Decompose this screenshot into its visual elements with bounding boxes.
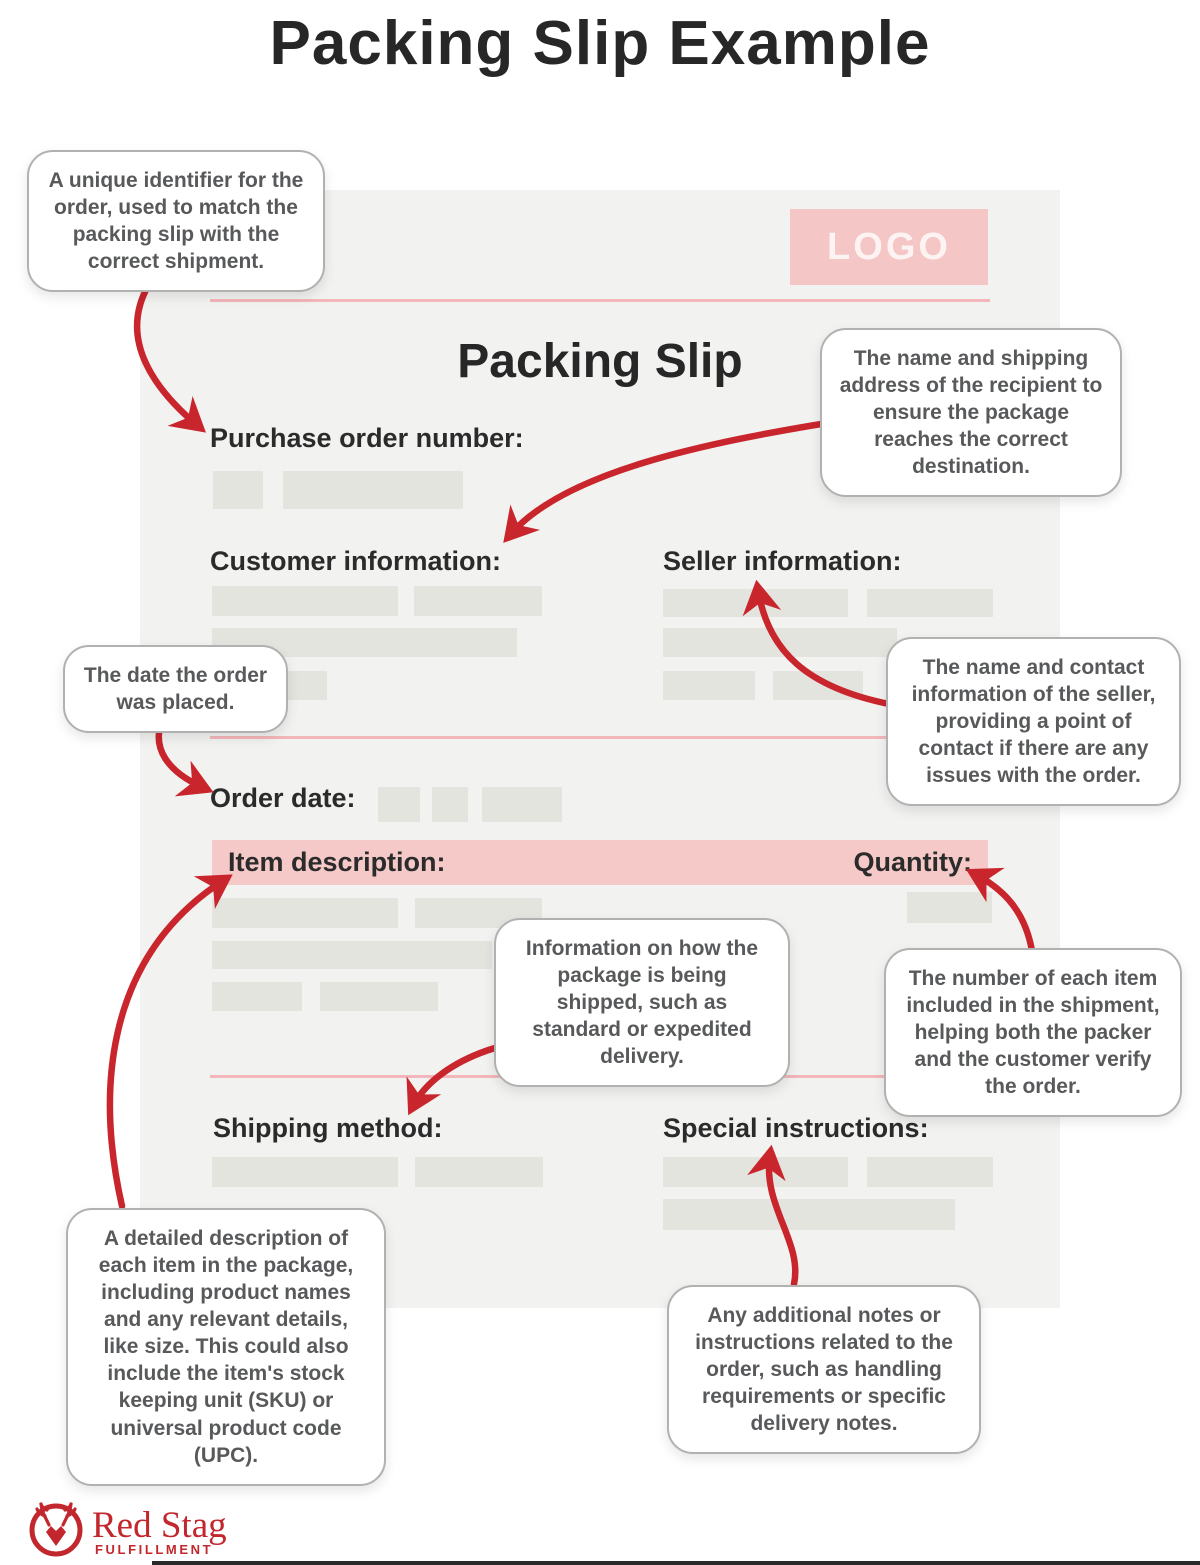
callout-quantity: The number of each item included in the … [884,948,1182,1118]
placeholder-bar [212,1157,398,1187]
order-date-label: Order date: [210,783,356,813]
callout-special-instructions: Any additional notes or instructions rel… [667,1285,981,1455]
seller-info-label: Seller information: [663,546,902,576]
brand-name: Red Stag [92,1505,227,1546]
placeholder-bar [773,671,863,700]
callout-seller: The name and contact information of the … [886,637,1181,807]
brand-subtitle: FULFILLMENT [95,1542,214,1557]
divider-middle [210,736,990,739]
placeholder-bar [212,941,492,969]
item-table-header: Item description: Quantity: [212,840,988,885]
callout-order-date: The date the order was placed. [63,645,288,734]
red-stag-logo-icon [29,1502,83,1557]
placeholder-bar [663,1157,848,1187]
placeholder-bar [907,892,992,923]
placeholder-bar [432,787,468,822]
logo-placeholder: LOGO [790,209,988,285]
callout-item-description: A detailed description of each item in t… [66,1208,386,1486]
purchase-order-label: Purchase order number: [210,423,524,453]
slip-heading: Packing Slip [457,335,743,388]
quantity-label: Quantity: [853,847,973,877]
shipping-method-label: Shipping method: [213,1113,443,1143]
placeholder-bar [320,982,438,1011]
placeholder-bar [663,628,897,657]
item-description-label: Item description: [228,847,446,877]
placeholder-bar [663,1199,955,1230]
placeholder-bar [212,982,302,1011]
divider-top [210,299,990,302]
placeholder-bar [378,787,420,822]
special-instructions-label: Special instructions: [663,1113,929,1143]
placeholder-bar [867,589,993,617]
placeholder-bar [415,1157,543,1187]
callout-recipient: The name and shipping address of the rec… [820,328,1122,498]
bottom-rule [152,1561,1200,1565]
customer-info-label: Customer information: [210,546,502,576]
page-title: Packing Slip Example [269,9,931,78]
callout-shipping-method: Information on how the package is being … [494,918,790,1088]
placeholder-bar [213,471,263,509]
logo-text: LOGO [827,225,951,268]
placeholder-bar [663,671,755,700]
placeholder-bar [482,787,562,822]
placeholder-bar [867,1157,993,1187]
placeholder-bar [212,898,398,928]
callout-purchase-order: A unique identifier for the order, used … [27,150,325,293]
placeholder-bar [663,589,848,617]
placeholder-bar [212,586,398,616]
placeholder-bar [283,471,463,509]
placeholder-bar [414,586,542,616]
